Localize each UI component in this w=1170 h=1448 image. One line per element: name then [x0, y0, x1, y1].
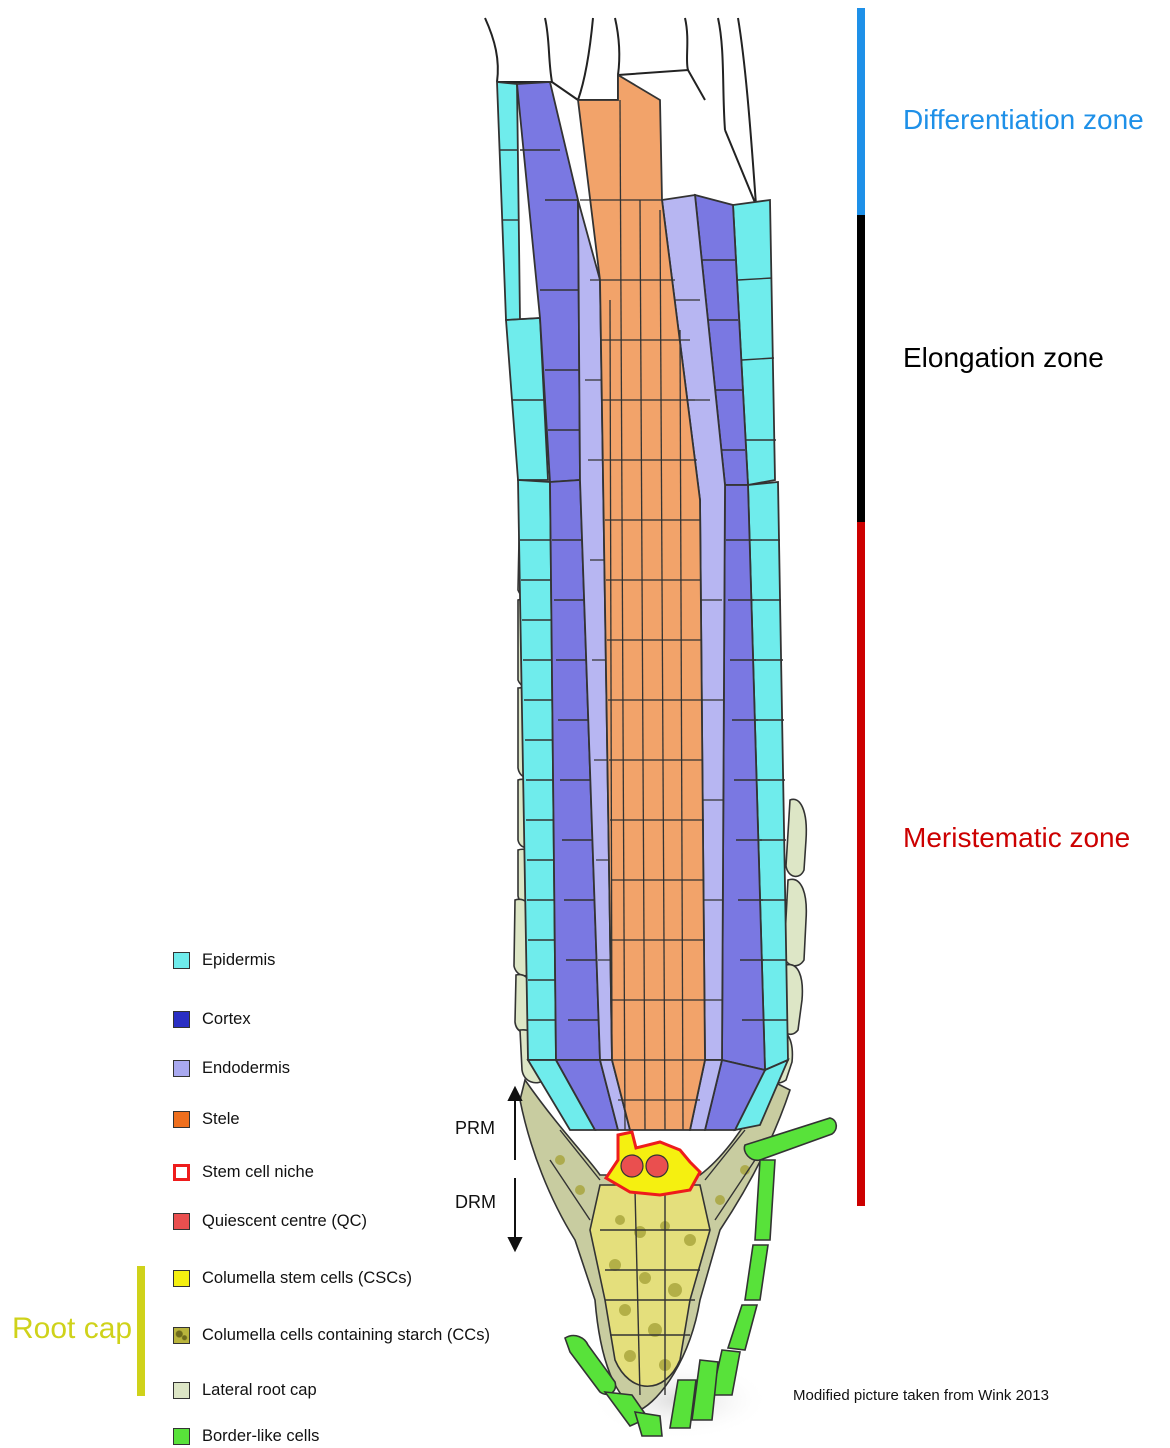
- legend-item-stele: Stele: [173, 1108, 240, 1130]
- legend-label: Endodermis: [202, 1059, 290, 1078]
- legend-item-endodermis: Endodermis: [173, 1057, 290, 1079]
- prm-label: PRM: [455, 1118, 495, 1139]
- stem-cell-niche: [606, 1132, 700, 1195]
- legend-item-cortex: Cortex: [173, 1008, 251, 1030]
- legend-item-quiescent-centre: Quiescent centre (QC): [173, 1210, 367, 1232]
- legend-item-stem-cell-niche: Stem cell niche: [173, 1161, 314, 1183]
- legend-item-epidermis: Epidermis: [173, 949, 275, 971]
- elongation-zone-bar: [857, 215, 865, 522]
- legend-item-columella-starch-cells: Columella cells containing starch (CCs): [173, 1324, 490, 1346]
- prm-arrow: [509, 1088, 521, 1160]
- legend-label: Stem cell niche: [202, 1163, 314, 1182]
- legend-item-border-like-cells: Border-like cells: [173, 1425, 319, 1447]
- quiescent-centre-cell: [621, 1155, 643, 1177]
- drm-label: DRM: [455, 1192, 496, 1213]
- legend-label: Epidermis: [202, 951, 275, 970]
- root-cap-label: Root cap: [12, 1312, 132, 1346]
- meristematic-zone-label: Meristematic zone: [903, 822, 1130, 854]
- columella-starch-swatch-icon: [173, 1327, 190, 1344]
- cortex-swatch-icon: [173, 1011, 190, 1028]
- legend-label: Border-like cells: [202, 1427, 319, 1446]
- root-cap-bar: [137, 1266, 145, 1396]
- endodermis-swatch-icon: [173, 1060, 190, 1077]
- legend-label: Lateral root cap: [202, 1381, 317, 1400]
- stele-swatch-icon: [173, 1111, 190, 1128]
- legend-label: Stele: [202, 1110, 240, 1129]
- stem-cell-niche-swatch-icon: [173, 1164, 190, 1181]
- legend-label: Cortex: [202, 1010, 251, 1029]
- legend-label: Columella cells containing starch (CCs): [202, 1326, 490, 1345]
- quiescent-centre-swatch-icon: [173, 1213, 190, 1230]
- legend-label: Quiescent centre (QC): [202, 1212, 367, 1231]
- border-like-cells-swatch-icon: [173, 1428, 190, 1445]
- differentiation-zone-bar: [857, 8, 865, 215]
- quiescent-centre-cell: [646, 1155, 668, 1177]
- lateral-root-cap-swatch-icon: [173, 1382, 190, 1399]
- elongation-zone-label: Elongation zone: [903, 342, 1104, 374]
- columella-stem-cells-swatch-icon: [173, 1270, 190, 1287]
- legend-label: Columella stem cells (CSCs): [202, 1269, 412, 1288]
- legend-item-lateral-root-cap: Lateral root cap: [173, 1379, 317, 1401]
- meristematic-zone-bar: [857, 522, 865, 1206]
- drm-arrow: [509, 1178, 521, 1250]
- legend-item-columella-stem-cells: Columella stem cells (CSCs): [173, 1267, 412, 1289]
- epidermis-swatch-icon: [173, 952, 190, 969]
- image-credit: Modified picture taken from Wink 2013: [793, 1387, 1049, 1404]
- differentiation-zone-label: Differentiation zone: [903, 104, 1144, 136]
